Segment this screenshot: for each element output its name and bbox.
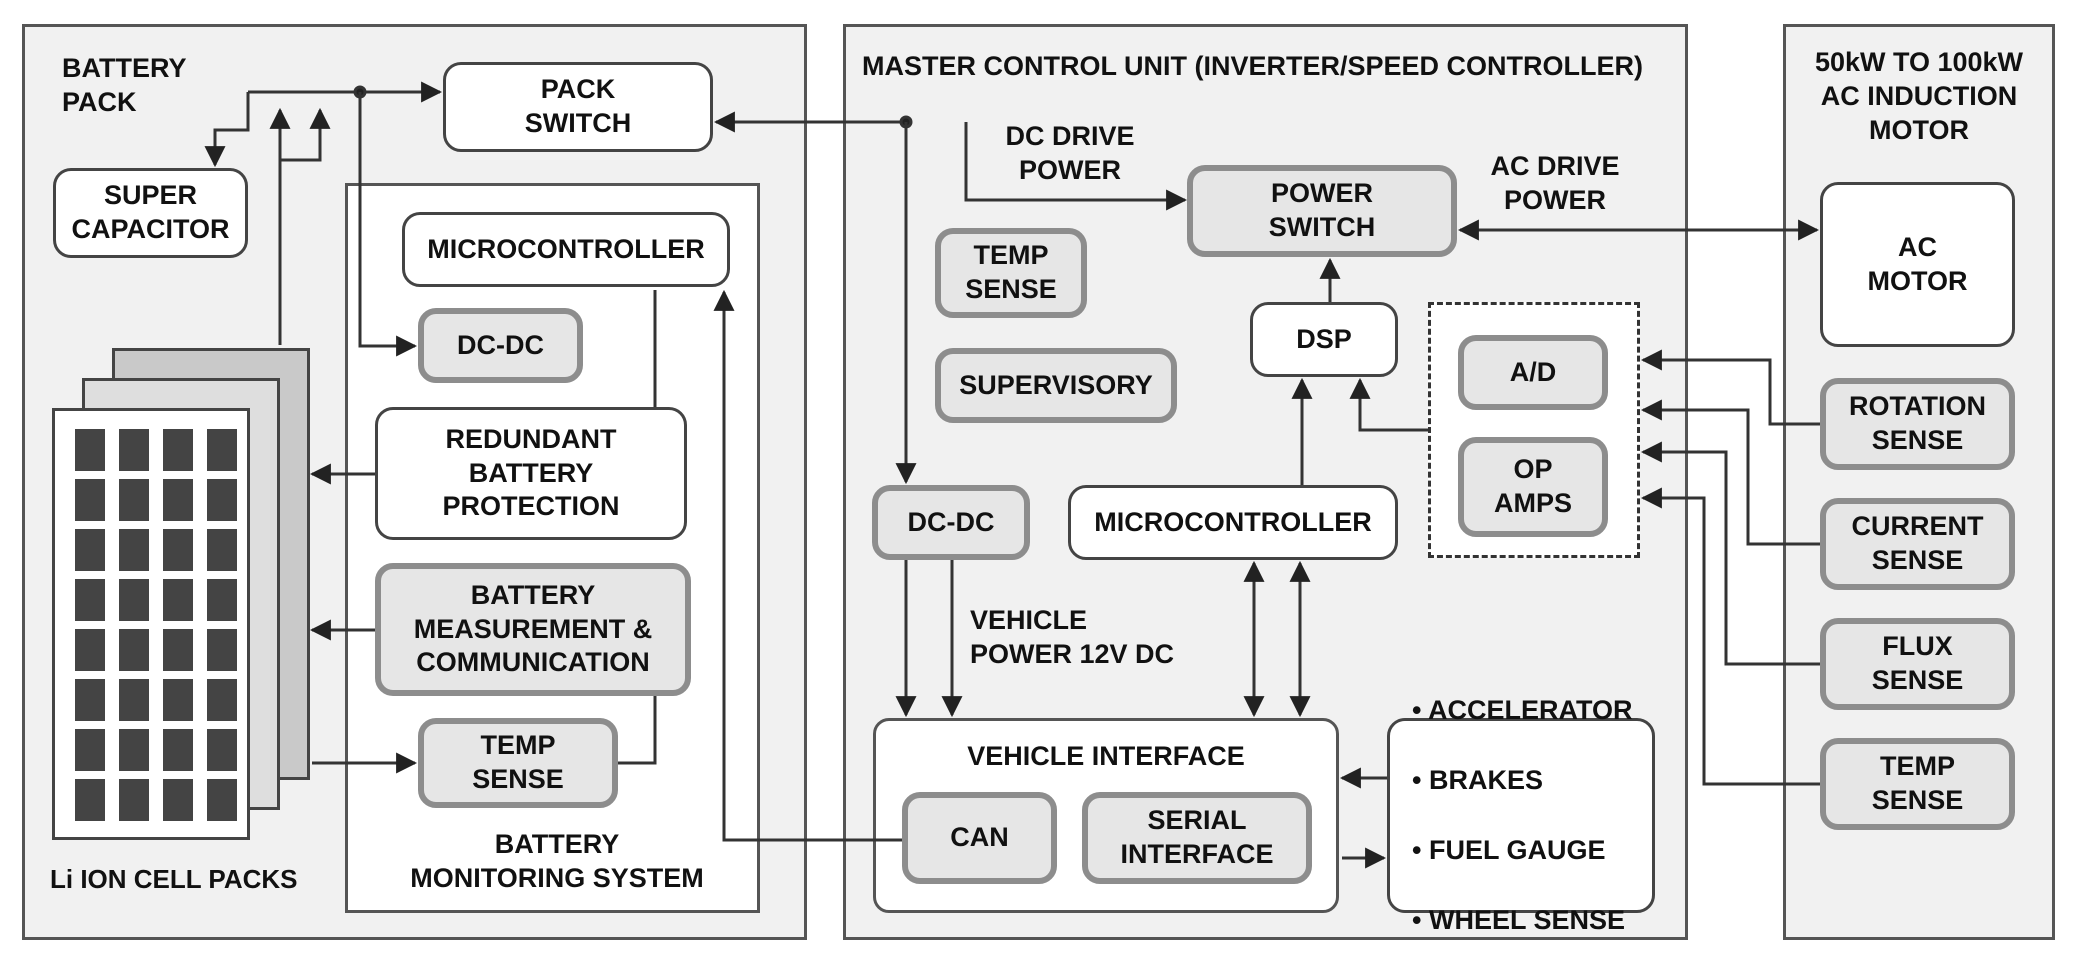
flux-sense: FLUX SENSE xyxy=(1820,618,2015,710)
master-control-title: MASTER CONTROL UNIT (INVERTER/SPEED CONT… xyxy=(862,51,1644,81)
battery-cell xyxy=(75,429,105,471)
battery-cell xyxy=(163,629,193,671)
dc-drive-power-label: DC DRIVE POWER xyxy=(1005,121,1135,185)
cell-pack-front xyxy=(52,408,250,840)
battery-cell xyxy=(163,479,193,521)
battery-cell xyxy=(207,679,237,721)
battery-pack-label: BATTERY PACK xyxy=(62,53,187,117)
ac-drive-power-label: AC DRIVE POWER xyxy=(1490,151,1620,215)
power-switch: POWER SWITCH xyxy=(1187,165,1457,257)
battery-cell xyxy=(207,429,237,471)
battery-cell xyxy=(163,779,193,821)
battery-cell xyxy=(75,479,105,521)
bms-microcontroller: MICROCONTROLLER xyxy=(402,212,730,287)
current-sense: CURRENT SENSE xyxy=(1820,498,2015,590)
battery-cell xyxy=(75,579,105,621)
vehicle-interface-title: VEHICLE INTERFACE xyxy=(967,741,1245,771)
can-bus: CAN xyxy=(902,792,1057,884)
rotation-sense: ROTATION SENSE xyxy=(1820,378,2015,470)
cell-packs-label: Li ION CELL PACKS xyxy=(50,864,298,894)
battery-cell xyxy=(163,729,193,771)
bms-title: BATTERY MONITORING SYSTEM xyxy=(410,829,704,893)
battery-cell xyxy=(207,779,237,821)
vehicle-signals-list: ACCELERATOR BRAKES FUEL GAUGE WHEEL SENS… xyxy=(1390,658,1633,973)
pack-switch: PACK SWITCH xyxy=(443,62,713,152)
op-amps: OP AMPS xyxy=(1458,437,1608,537)
bms-dc-dc: DC-DC xyxy=(418,308,583,383)
battery-cell xyxy=(75,729,105,771)
battery-cell xyxy=(75,779,105,821)
super-capacitor: SUPER CAPACITOR xyxy=(53,168,248,258)
signal-brakes: BRAKES xyxy=(1412,763,1632,798)
battery-cell xyxy=(163,429,193,471)
battery-cell xyxy=(119,429,149,471)
battery-cell xyxy=(119,679,149,721)
mcu-temp-sense: TEMP SENSE xyxy=(935,228,1087,318)
redundant-battery-protection: REDUNDANT BATTERY PROTECTION xyxy=(375,407,687,540)
dsp: DSP xyxy=(1250,302,1398,377)
ac-motor: AC MOTOR xyxy=(1820,182,2015,347)
battery-cell xyxy=(163,679,193,721)
battery-cell xyxy=(207,479,237,521)
battery-cell xyxy=(75,529,105,571)
battery-cell xyxy=(119,479,149,521)
ad-converter: A/D xyxy=(1458,335,1608,410)
battery-cell xyxy=(119,579,149,621)
battery-cell xyxy=(207,629,237,671)
battery-cell xyxy=(207,729,237,771)
mcu-microcontroller: MICROCONTROLLER xyxy=(1068,485,1398,560)
mcu-dc-dc: DC-DC xyxy=(872,485,1030,560)
signal-accelerator: ACCELERATOR xyxy=(1412,693,1633,728)
signal-fuel-gauge: FUEL GAUGE xyxy=(1412,833,1632,868)
motor-title: 50kW TO 100kW AC INDUCTION MOTOR xyxy=(1814,47,2024,145)
battery-cell xyxy=(119,729,149,771)
battery-cell xyxy=(207,529,237,571)
serial-interface: SERIAL INTERFACE xyxy=(1082,792,1312,884)
battery-cell xyxy=(163,529,193,571)
battery-cell xyxy=(119,629,149,671)
battery-cell xyxy=(207,579,237,621)
battery-measurement-communication: BATTERY MEASUREMENT & COMMUNICATION xyxy=(375,563,691,696)
battery-cell xyxy=(163,579,193,621)
motor-temp-sense: TEMP SENSE xyxy=(1820,738,2015,830)
battery-cell xyxy=(75,679,105,721)
battery-cell xyxy=(119,779,149,821)
vehicle-signals-box: ACCELERATOR BRAKES FUEL GAUGE WHEEL SENS… xyxy=(1387,695,1655,935)
bms-temp-sense: TEMP SENSE xyxy=(418,718,618,808)
battery-cell xyxy=(119,529,149,571)
vehicle-power-label: VEHICLE POWER 12V DC xyxy=(970,605,1175,669)
supervisory: SUPERVISORY xyxy=(935,348,1177,423)
signal-wheel-sense: WHEEL SENSE xyxy=(1412,903,1632,938)
battery-cell xyxy=(75,629,105,671)
